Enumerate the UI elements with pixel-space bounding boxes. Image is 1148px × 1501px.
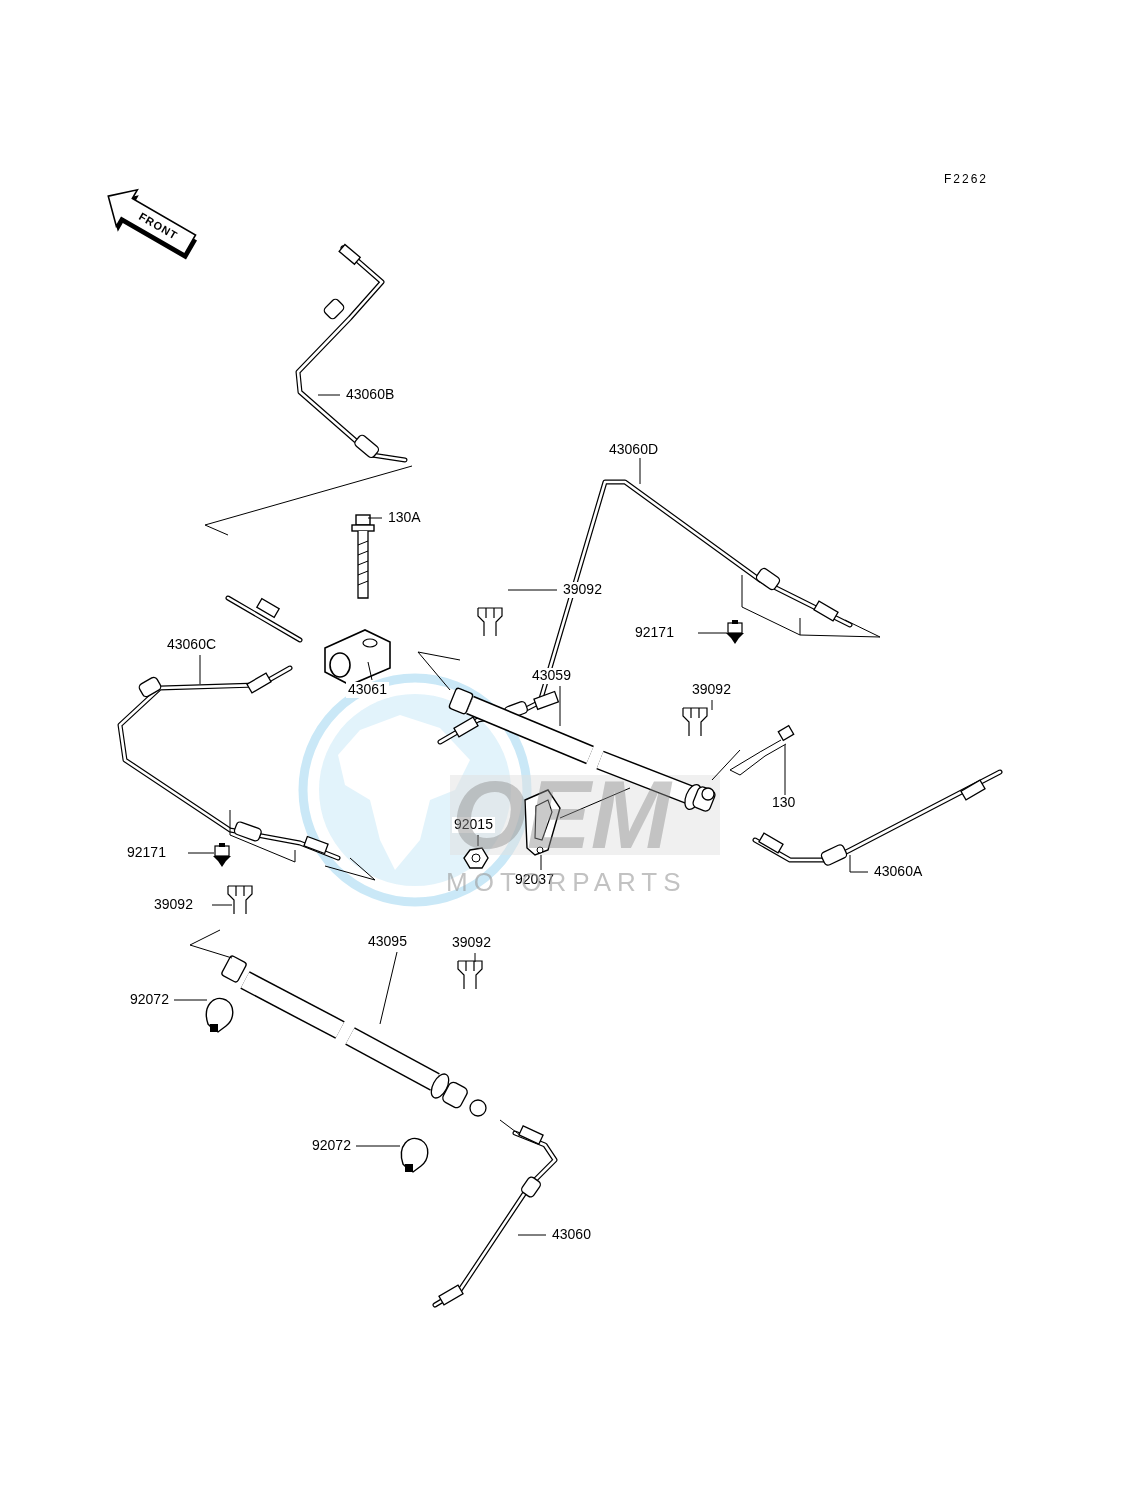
assembly-lines [190, 466, 880, 1135]
callout-number: 92171 [125, 845, 168, 860]
callout-number: 130 [770, 795, 797, 810]
callout-number: 92072 [128, 992, 171, 1007]
callout-number: 43061 [346, 682, 389, 697]
leader-lines [174, 395, 868, 1235]
callout-number: 92072 [310, 1138, 353, 1153]
callout-number: 43060B [344, 387, 396, 402]
callout-number: 39092 [690, 682, 733, 697]
callout-number: 43095 [366, 934, 409, 949]
callout-number: 39092 [450, 935, 493, 950]
callout-number: 43060 [550, 1227, 593, 1242]
clip [683, 708, 707, 736]
callout-number: 39092 [561, 582, 604, 597]
front-label: FRONT [136, 210, 179, 242]
watermark-text: MOTORPARTS [446, 868, 687, 897]
brake-pipes [120, 245, 1000, 1305]
callout-number: 43059 [530, 668, 573, 683]
brake-hoses [221, 687, 717, 1116]
callout-number: 92171 [633, 625, 676, 640]
clip-pin [213, 843, 231, 867]
clip [228, 886, 252, 914]
callout-number: 43060D [607, 442, 660, 457]
band [401, 1138, 427, 1172]
band [206, 998, 232, 1032]
joint-block [325, 515, 390, 685]
watermark-text: OEM [452, 762, 671, 868]
callout-number: 130A [386, 510, 423, 525]
clip [458, 961, 482, 989]
figure-code: F2262 [942, 173, 990, 186]
callout-number: 39092 [152, 897, 195, 912]
callout-number: 43060C [165, 637, 218, 652]
front-arrow [95, 179, 204, 268]
clip [478, 608, 502, 636]
clip-pin [726, 620, 744, 644]
callout-number: 43060A [872, 864, 924, 879]
watermark-globe [303, 678, 720, 902]
